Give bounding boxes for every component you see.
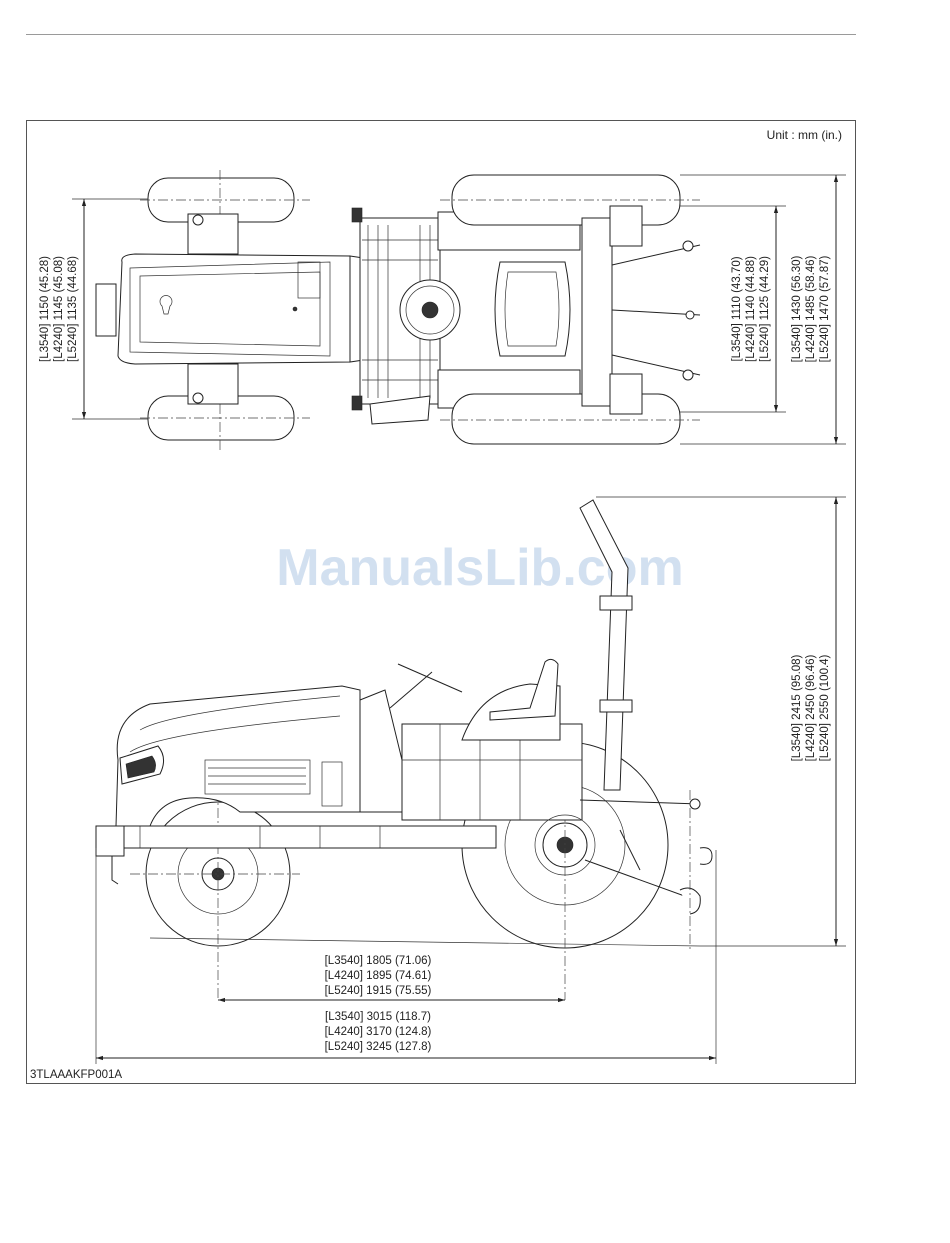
wheelbase-l5240: [L5240] 1915 (75.55) <box>325 985 432 997</box>
overall-length-dimension: [L3540] 3015 (118.7) [L4240] 3170 (124.8… <box>95 848 717 1064</box>
overall-width-l4240: [L4240] 1485 (58.46) <box>805 255 817 362</box>
side-grille <box>204 759 311 795</box>
wheelbase-l4240: [L4240] 1895 (74.61) <box>325 970 432 982</box>
overall-width-l5240: [L5240] 1470 (57.87) <box>819 255 831 362</box>
steering-wheel-side <box>397 663 463 693</box>
rear-right-wheel <box>451 393 681 445</box>
front-tread-l4240: [L4240] 1145 (45.08) <box>53 256 65 362</box>
front-tread-dimension: [L3540] 1150 (45.28) [L4240] 1145 (45.08… <box>39 198 148 420</box>
rear-tread-l4240: [L4240] 1140 (44.88) <box>745 256 757 362</box>
overall-height-dimension: [L3540] 2415 (95.08) [L4240] 2450 (96.46… <box>596 496 846 947</box>
hood-top <box>117 253 351 365</box>
front-tread-l5240: [L5240] 1135 (44.68) <box>67 256 79 362</box>
rear-tread-l5240: [L5240] 1125 (44.29) <box>759 256 771 362</box>
wheelbase-l3540: [L3540] 1805 (71.06) <box>325 955 432 967</box>
overall-height-l5240: [L5240] 2550 (100.4) <box>819 654 831 761</box>
operator-seat-side <box>489 658 559 721</box>
overall-width-l3540: [L3540] 1430 (56.30) <box>791 255 803 362</box>
overall-length-l4240: [L4240] 3170 (124.8) <box>325 1026 432 1038</box>
unit-label: Unit : mm (in.) <box>767 128 842 142</box>
hood-side <box>115 685 361 827</box>
overall-height-l3540: [L3540] 2415 (95.08) <box>791 654 803 761</box>
rear-tread-dimension: [L3540] 1110 (43.70) [L4240] 1140 (44.88… <box>680 205 786 413</box>
overall-length-l3540: [L3540] 3015 (118.7) <box>325 1011 431 1023</box>
front-tread-l3540: [L3540] 1150 (45.28) <box>39 256 51 362</box>
tractor-side-view <box>95 499 713 1000</box>
wheelbase-dimension: [L3540] 1805 (71.06) [L4240] 1895 (74.61… <box>218 955 565 1003</box>
chassis-frame <box>95 825 497 849</box>
figure-code: 3TLAAAKFP001A <box>30 1069 122 1081</box>
rear-tread-l3540: [L3540] 1110 (43.70) <box>731 256 743 361</box>
overall-length-l5240: [L5240] 3245 (127.8) <box>325 1041 432 1053</box>
ground-line <box>149 937 701 947</box>
top-rule <box>26 34 856 35</box>
rops-top <box>581 217 613 407</box>
overall-height-l4240: [L4240] 2450 (96.46) <box>805 654 817 761</box>
figure-frame <box>26 120 856 1084</box>
operator-seat-top <box>494 261 571 357</box>
overall-width-dimension: [L3540] 1430 (56.30) [L4240] 1485 (58.46… <box>680 174 846 445</box>
tractor-top-view <box>95 170 701 450</box>
rops-side <box>579 499 629 791</box>
